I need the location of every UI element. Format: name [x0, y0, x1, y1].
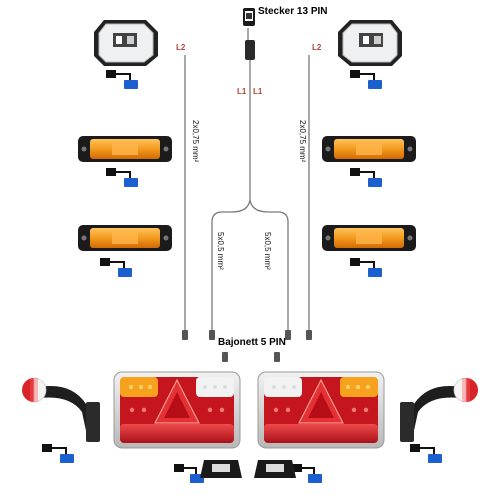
connector-front-left — [106, 70, 138, 89]
side-marker-lamp-left-lower — [78, 225, 172, 251]
connector-plate-right — [292, 464, 322, 483]
connector-side-left-lower — [100, 258, 132, 277]
wire-l1-left-label: L1 — [237, 87, 246, 96]
front-marker-lamp-right — [338, 20, 402, 66]
plug-13-pin — [243, 8, 255, 60]
outline-marker-lamp-left — [22, 378, 100, 442]
connector-front-right — [350, 70, 382, 89]
cable-5x05-left-label: 5x0,5 mm² — [216, 232, 225, 270]
wire-l2-right-label: L2 — [312, 43, 321, 52]
side-marker-lamp-left-upper — [78, 136, 172, 162]
side-marker-lamp-right-lower — [322, 225, 416, 251]
bayonet-5-pin-label: Bajonett 5 PIN — [218, 337, 286, 348]
rear-lamp-right — [258, 372, 384, 448]
connector-side-right-upper — [350, 168, 382, 187]
front-marker-lamp-left — [94, 20, 158, 66]
connector-side-left-upper — [106, 168, 138, 187]
wire-harness — [185, 28, 309, 330]
connector-outline-left — [42, 444, 74, 463]
connector-side-right-lower — [350, 258, 382, 277]
side-marker-lamp-right-upper — [322, 136, 416, 162]
cable-2x075-right-label: 2x0,75 mm² — [298, 120, 307, 162]
outline-marker-lamp-right — [400, 378, 478, 442]
connector-outline-right — [410, 444, 442, 463]
plug-13-pin-label: Stecker 13 PIN — [258, 6, 328, 17]
cable-2x075-left-label: 2x0,75 mm² — [191, 120, 200, 162]
license-plate-lamp-right — [254, 460, 296, 478]
wire-l1-right-label: L1 — [253, 87, 262, 96]
rear-lamp-left — [114, 372, 240, 448]
connector-plate-left — [174, 464, 204, 483]
cable-5x05-right-label: 5x0,5 mm² — [263, 232, 272, 270]
wire-l2-left-label: L2 — [176, 43, 185, 52]
license-plate-lamp-left — [200, 460, 242, 478]
